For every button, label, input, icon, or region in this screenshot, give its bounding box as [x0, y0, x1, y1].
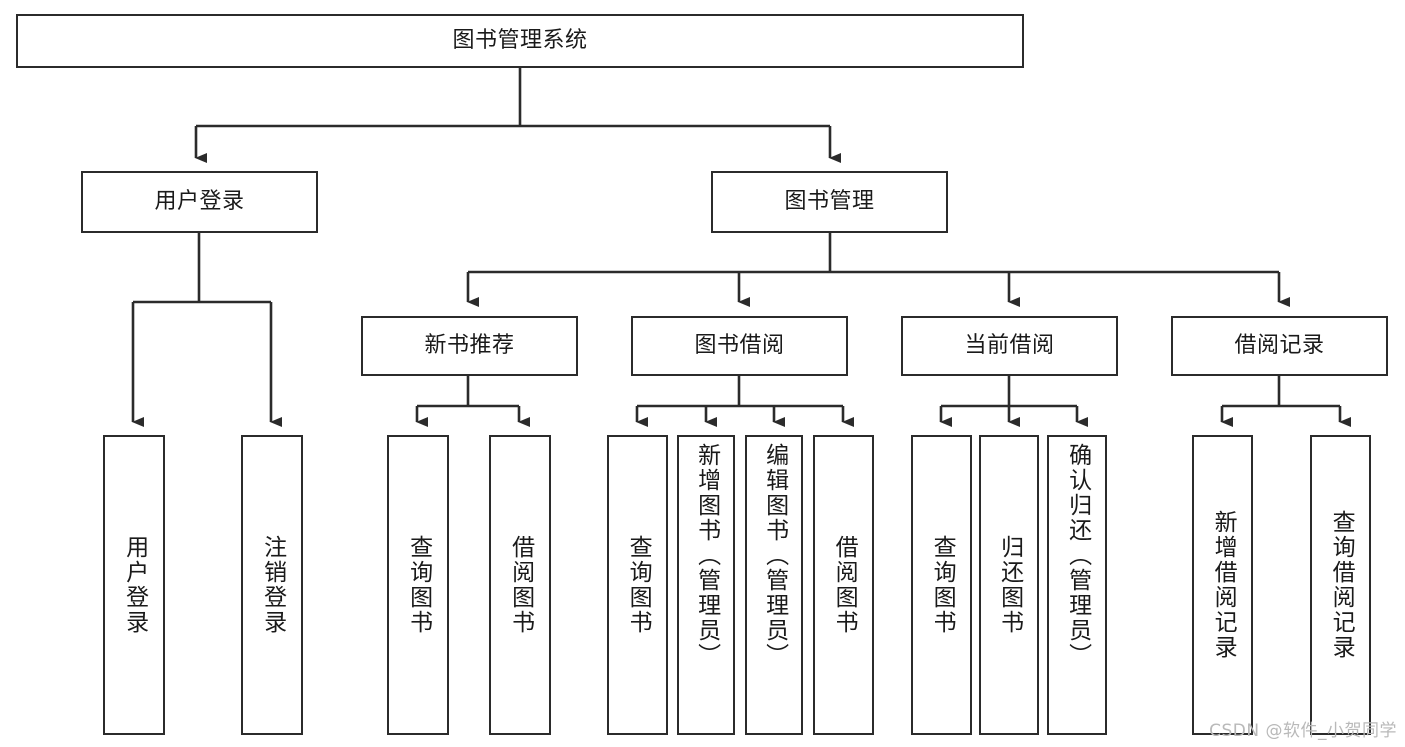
node-label: 确认归还（管理员）: [1064, 443, 1091, 668]
node-new-book-recommend[interactable]: 新书推荐: [361, 316, 578, 376]
node-label: 图书管理系统: [452, 27, 588, 53]
leaf-book-borrow-edit[interactable]: 编辑图书（管理员）: [745, 435, 803, 735]
node-book-borrow[interactable]: 图书借阅: [631, 316, 848, 376]
node-label: 归还图书: [996, 535, 1023, 635]
node-root-system[interactable]: 图书管理系统: [16, 14, 1024, 68]
node-label: 编辑图书（管理员）: [761, 443, 788, 668]
leaf-new-book-query[interactable]: 查询图书: [387, 435, 449, 735]
leaf-user-login-login[interactable]: 用户登录: [103, 435, 165, 735]
node-user-login[interactable]: 用户登录: [81, 171, 318, 233]
node-label: 用户登录: [154, 188, 245, 214]
node-label: 新增借阅记录: [1210, 510, 1237, 660]
leaf-book-borrow-add[interactable]: 新增图书（管理员）: [677, 435, 735, 735]
node-book-management[interactable]: 图书管理: [711, 171, 948, 233]
node-borrow-record[interactable]: 借阅记录: [1171, 316, 1388, 376]
node-label: 查询图书: [625, 535, 652, 635]
node-current-borrow[interactable]: 当前借阅: [901, 316, 1118, 376]
leaf-current-borrow-query[interactable]: 查询图书: [911, 435, 972, 735]
leaf-user-login-logout[interactable]: 注销登录: [241, 435, 303, 735]
node-label: 借阅记录: [1234, 332, 1325, 358]
node-label: 当前借阅: [964, 332, 1055, 358]
node-label: 新书推荐: [424, 332, 515, 358]
leaf-borrow-record-add[interactable]: 新增借阅记录: [1192, 435, 1253, 735]
node-label: 查询图书: [929, 535, 956, 635]
node-label: 新增图书（管理员）: [693, 443, 720, 668]
node-label: 查询图书: [405, 535, 432, 635]
node-label: 图书管理: [784, 188, 875, 214]
node-label: 注销登录: [259, 535, 286, 635]
node-label: 借阅图书: [831, 535, 858, 635]
leaf-current-borrow-confirm-return[interactable]: 确认归还（管理员）: [1047, 435, 1107, 735]
leaf-current-borrow-return[interactable]: 归还图书: [979, 435, 1039, 735]
leaf-book-borrow-borrow[interactable]: 借阅图书: [813, 435, 874, 735]
node-label: 查询借阅记录: [1328, 510, 1355, 660]
node-label: 借阅图书: [507, 535, 534, 635]
leaf-new-book-borrow[interactable]: 借阅图书: [489, 435, 551, 735]
leaf-borrow-record-query[interactable]: 查询借阅记录: [1310, 435, 1371, 735]
leaf-book-borrow-query[interactable]: 查询图书: [607, 435, 668, 735]
node-label: 图书借阅: [694, 332, 785, 358]
node-label: 用户登录: [121, 535, 148, 635]
csdn-watermark: CSDN @软件_小贺同学: [1209, 721, 1397, 741]
